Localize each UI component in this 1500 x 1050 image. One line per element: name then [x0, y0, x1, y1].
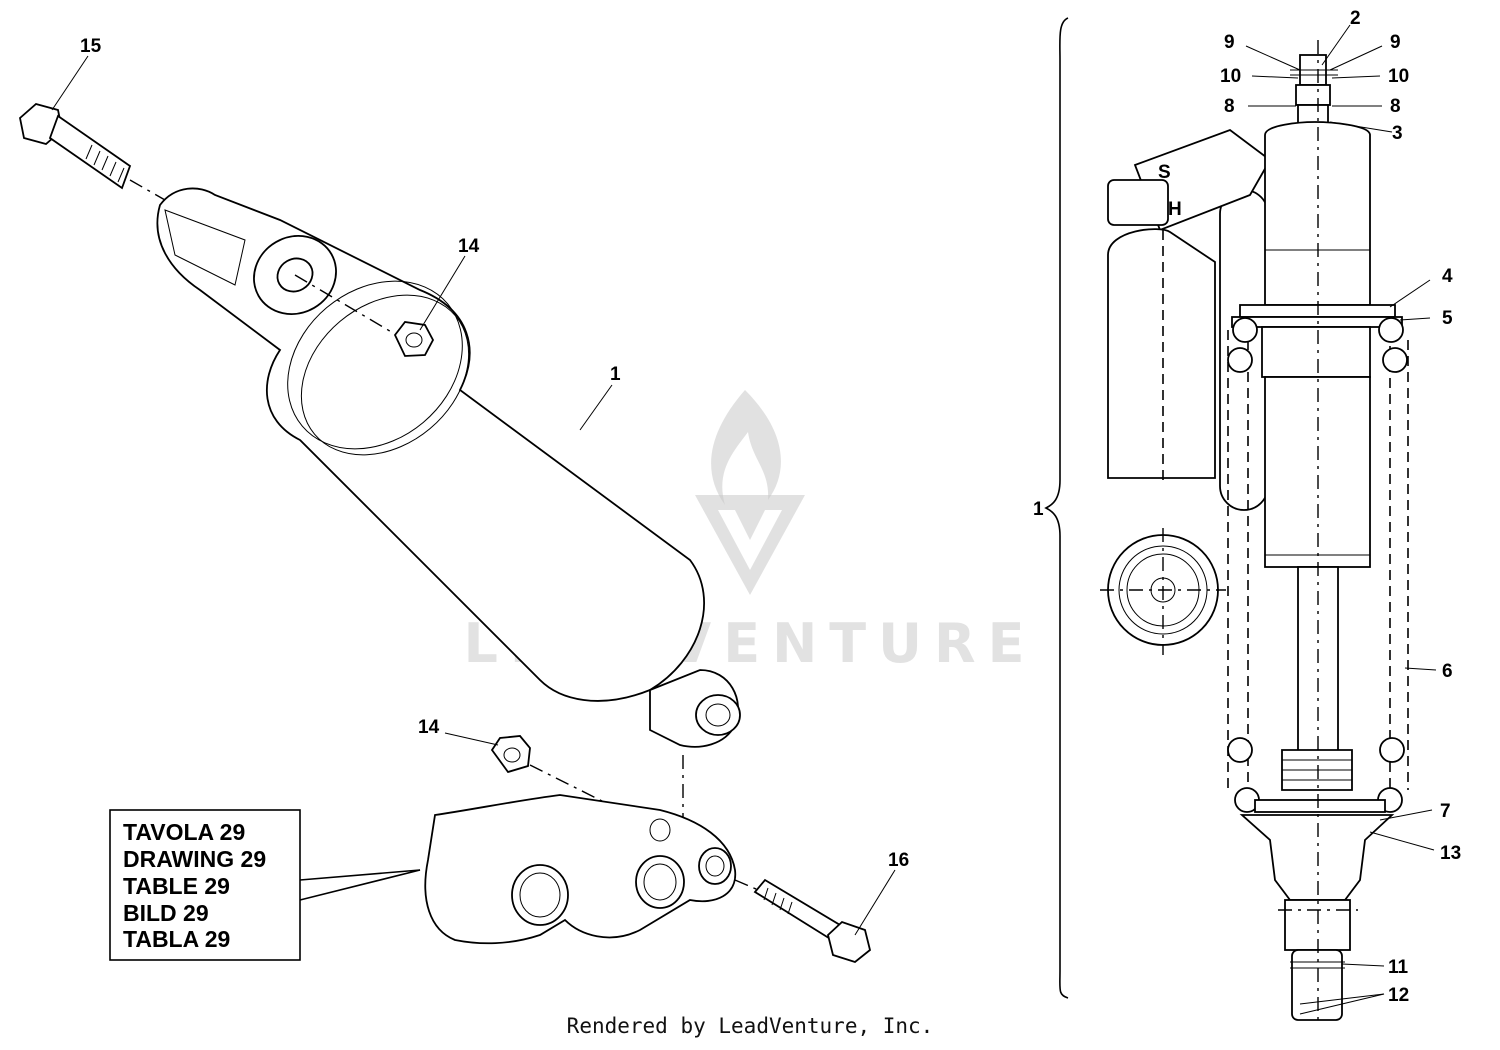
rocker-link: [424, 794, 771, 945]
callout-8-left: 8: [1224, 96, 1235, 117]
reference-line-4: BILD 29: [123, 900, 209, 926]
reference-line-3: TABLE 29: [123, 873, 230, 899]
callout-6: 6: [1442, 661, 1453, 682]
callout-9-left: 9: [1224, 32, 1235, 53]
reservoir-cross-section: [1100, 528, 1226, 655]
reference-line-2: DRAWING 29: [123, 846, 266, 872]
callout-11: 11: [1388, 957, 1409, 978]
callout-8-right: 8: [1390, 96, 1401, 117]
callout-1-right: 1: [1033, 499, 1044, 520]
callout-14-lower: 14: [418, 717, 440, 738]
valve-mark-s: S: [1158, 162, 1171, 183]
callout-13: 13: [1440, 843, 1461, 864]
callout-16: 16: [888, 850, 909, 871]
callout-2: 2: [1350, 8, 1361, 29]
shock-absorber-section-view: S H: [1044, 17, 1437, 1025]
callout-4: 4: [1442, 266, 1453, 287]
footer-credit: Rendered by LeadVenture, Inc.: [566, 1014, 934, 1038]
callout-1-left: 1: [610, 364, 621, 385]
nut-14-upper: [393, 321, 435, 357]
bolt-16: [753, 878, 872, 964]
reference-line-1: TAVOLA 29: [123, 819, 245, 845]
assembly-brace: [1044, 17, 1069, 999]
reference-box: TAVOLA 29 DRAWING 29 TABLE 29 BILD 29 TA…: [109, 809, 301, 961]
callout-7: 7: [1440, 801, 1451, 822]
callout-12: 12: [1388, 985, 1409, 1006]
callout-3: 3: [1392, 123, 1403, 144]
nut-14-lower: [490, 735, 684, 825]
shock-absorber-exploded-view: [19, 55, 896, 964]
callout-10-left: 10: [1220, 66, 1241, 87]
shock-body-1: [156, 187, 741, 748]
callout-10-right: 10: [1388, 66, 1409, 87]
callout-5: 5: [1442, 308, 1453, 329]
bolt-15: [19, 103, 166, 201]
callout-9-right: 9: [1390, 32, 1401, 53]
reference-line-5: TABLA 29: [123, 926, 230, 952]
callout-14-upper: 14: [458, 236, 480, 257]
valve-mark-h: H: [1168, 199, 1182, 220]
callout-15: 15: [80, 36, 102, 57]
watermark-logo: [695, 390, 805, 595]
